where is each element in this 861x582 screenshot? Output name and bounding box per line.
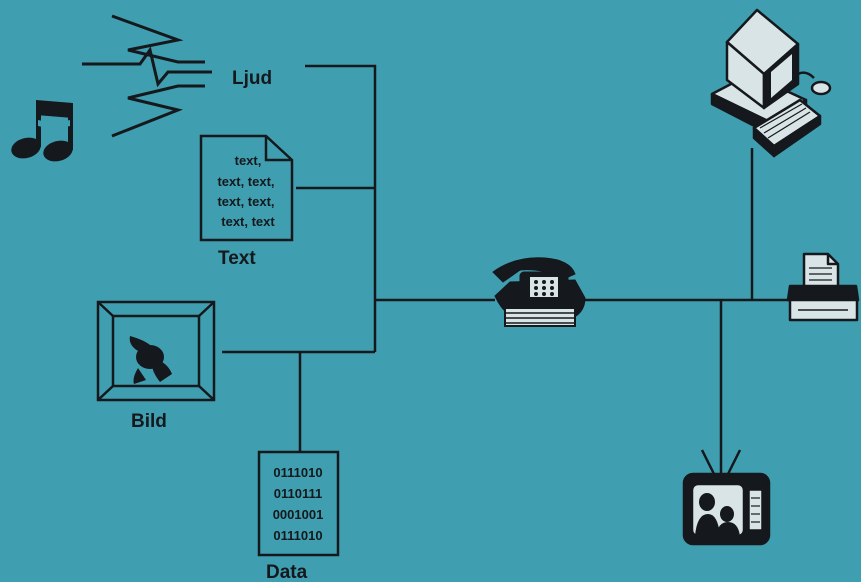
computer-icon — [712, 10, 830, 156]
binary-data-card-icon: 0111010 0110111 0001001 0111010 — [259, 452, 338, 555]
document-line: text, text, — [217, 174, 274, 189]
music-notes-icon — [9, 100, 75, 165]
telephone-icon — [493, 258, 585, 326]
binary-line: 0111010 — [273, 528, 322, 543]
image-label: Bild — [131, 411, 167, 432]
television-icon — [684, 450, 769, 544]
text-label: Text — [218, 248, 256, 269]
document-icon: text, text, text, text, text, text, text — [201, 136, 292, 240]
document-line: text, — [235, 153, 262, 168]
binary-line: 0111010 — [273, 465, 322, 480]
data-label: Data — [266, 562, 308, 582]
framed-picture-icon — [98, 302, 214, 400]
sound-label: Ljud — [232, 68, 272, 89]
sound-waves-icon — [82, 16, 212, 136]
document-line: text, text, — [217, 194, 274, 209]
binary-line: 0001001 — [273, 507, 324, 522]
sound-connector — [305, 66, 375, 352]
binary-line: 0110111 — [274, 486, 322, 501]
document-line: text, text — [221, 214, 275, 229]
printer-icon — [788, 254, 858, 320]
